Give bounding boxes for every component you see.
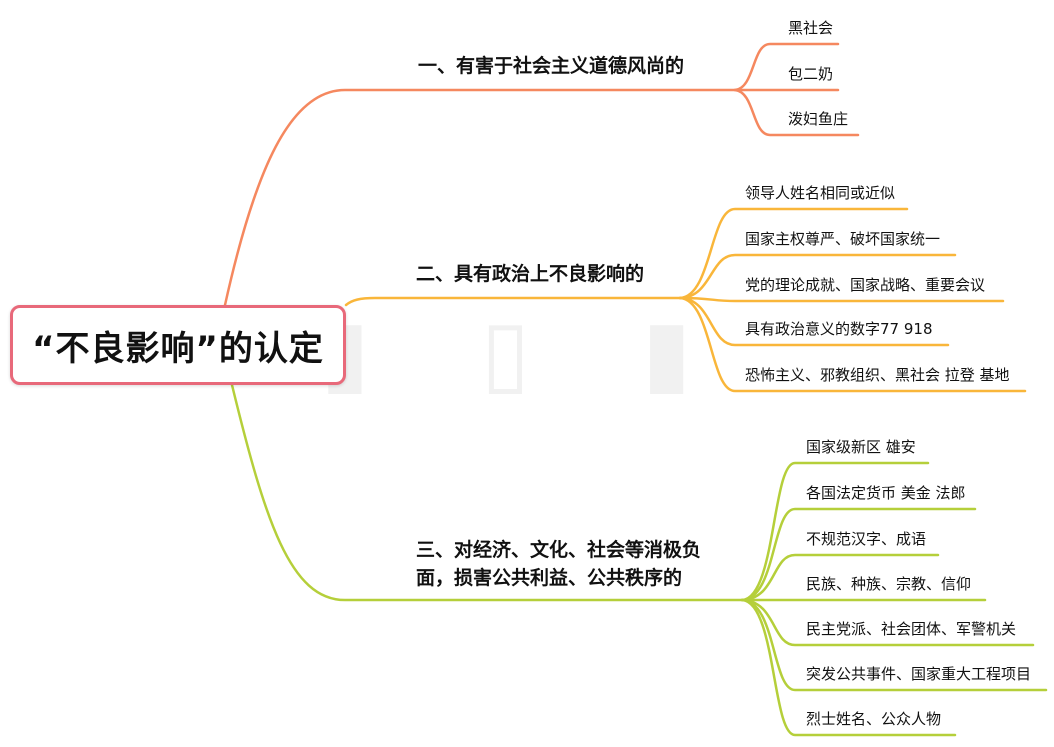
root-to-branch-2	[344, 296, 682, 307]
branch-3-leaf-1[interactable]: 国家级新区 雄安	[806, 438, 916, 456]
branch-3-leaf-4[interactable]: 民族、种族、宗教、信仰	[806, 575, 972, 593]
branch-1-connectors	[223, 42, 860, 307]
branch-2-leaf-1[interactable]: 领导人姓名相同或近似	[745, 184, 896, 202]
branch-2-label[interactable]: 二、具有政治上不良影响的	[416, 263, 645, 285]
branch-2-to-leaf-2	[678, 253, 957, 300]
branch-2-connectors	[344, 207, 1027, 393]
branch-1-label[interactable]: 一、有害于社会主义道德风尚的	[418, 55, 685, 77]
branch-1-leaf-2[interactable]: 包二奶	[788, 65, 834, 83]
branch-3-to-leaf-5	[740, 598, 1035, 647]
branch-3-leaf-5[interactable]: 民主党派、社会团体、军警机关	[806, 620, 1017, 638]
branch-3-leaf-3[interactable]: 不规范汉字、成语	[806, 530, 927, 548]
branch-3-to-leaf-6	[740, 598, 1048, 692]
branch-3-leaf-6[interactable]: 突发公共事件、国家重大工程项目	[806, 665, 1032, 683]
branch-2-to-leaf-5	[678, 296, 1027, 393]
root-to-branch-1	[223, 88, 737, 307]
branch-3-label-line-1: 三、对经济、文化、社会等消极负	[416, 539, 702, 561]
branch-2-leaf-2[interactable]: 国家主权尊严、破坏国家统一	[745, 230, 941, 248]
branch-3-to-leaf-1	[740, 461, 930, 602]
branch-3-leaf-2[interactable]: 各国法定货币 美金 法郎	[806, 484, 966, 502]
root-node[interactable]: “不良影响”的认定	[10, 305, 346, 385]
branch-2-to-leaf-3	[678, 296, 1005, 303]
root-label: “不良影响”的认定	[32, 328, 324, 369]
branch-3-to-leaf-2	[740, 507, 977, 602]
root-to-branch-3	[230, 383, 744, 602]
branch-1-to-leaf-3	[733, 88, 860, 137]
branch-3-leaf-7[interactable]: 烈士姓名、公众人物	[806, 710, 942, 728]
branch-2-leaf-5[interactable]: 恐怖主义、邪教组织、黑社会 拉登 基地	[745, 366, 1010, 384]
branch-2-to-leaf-1	[678, 207, 909, 300]
branch-3-label[interactable]: 三、对经济、文化、社会等消极负 面，损害公共利益、公共秩序的	[416, 536, 701, 592]
branch-2-leaf-4[interactable]: 具有政治意义的数字77 918	[745, 320, 933, 338]
branch-2-leaf-3[interactable]: 党的理论成就、国家战略、重要会议	[745, 276, 986, 294]
branch-1-leaf-3[interactable]: 泼妇鱼庄	[788, 110, 849, 128]
branch-2-to-leaf-4	[678, 296, 950, 347]
branch-3-to-leaf-7	[740, 598, 957, 737]
branch-1-to-leaf-1	[733, 42, 840, 92]
branch-1-leaf-1[interactable]: 黑社会	[788, 19, 834, 37]
branch-3-connectors	[230, 383, 1048, 737]
branch-3-to-leaf-3	[740, 553, 940, 602]
branch-3-label-line-2: 面，损害公共利益、公共秩序的	[416, 567, 683, 589]
